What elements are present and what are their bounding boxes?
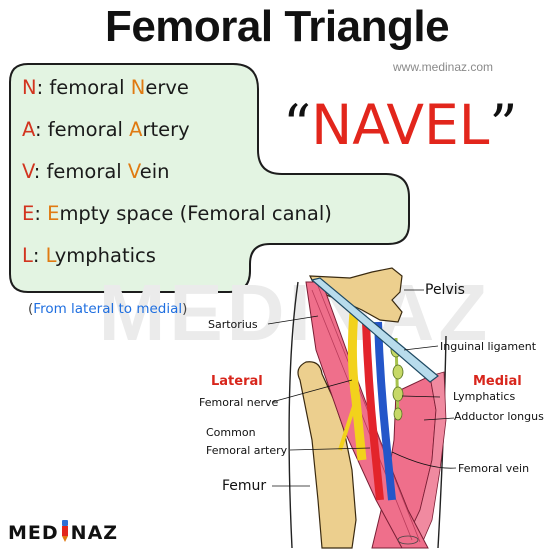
mnemonic-sep: : [36, 76, 50, 99]
mnemonic-highlight: L [45, 244, 55, 267]
mnemonic-highlight: V [127, 160, 140, 183]
mnemonic-item-a: A: femoral Artery [22, 118, 190, 141]
label-femoral-nerve: Femoral nerve [199, 396, 279, 409]
medinaz-logo: MED NAZ [8, 520, 118, 544]
logo-left: MED [8, 522, 59, 544]
mnemonic-post: ymphatics [54, 244, 156, 267]
leader-femoral-nerve [271, 379, 353, 403]
lymph-node-4 [393, 407, 403, 421]
mnemonic-post: ein [139, 160, 170, 183]
leader-femoral-artery [289, 447, 371, 451]
leader-lymphatics [401, 395, 441, 398]
mnemonic-item-l: L: Lymphatics [22, 244, 156, 267]
label-lateral: Lateral [211, 374, 263, 389]
label-pelvis: Pelvis [425, 282, 465, 298]
website-url: www.medinaz.com [393, 60, 494, 74]
lymph-node-3 [392, 386, 404, 402]
label-femur: Femur [222, 478, 267, 494]
label-femoral-artery: Femoral artery [206, 444, 288, 457]
label-common: Common [206, 426, 256, 439]
mnemonic-letter: E [22, 202, 35, 225]
note-open-paren: ( [28, 301, 34, 317]
mnemonic-sep: : [35, 118, 48, 141]
lymph-node-2 [392, 364, 404, 380]
navel-acronym: “NAVEL” [283, 93, 518, 157]
leader-femoral-vein [391, 451, 457, 469]
page-title: Femoral Triangle [104, 2, 450, 51]
label-femoral-vein: Femoral vein [458, 462, 530, 475]
mnemonic-pre: femoral [46, 160, 128, 183]
mnemonic-sep: : [34, 202, 48, 225]
femoral-nerve-branch [338, 399, 358, 451]
label-inguinal-ligament: Inguinal ligament [440, 340, 537, 353]
leader-lines [267, 289, 457, 487]
label-adductor-longus: Adductor longus [454, 410, 544, 423]
femoral-artery-shape [362, 321, 384, 501]
mnemonic-letter: V [22, 160, 34, 183]
mnemonic-highlight: E [47, 202, 60, 225]
sartorius-muscle [305, 281, 429, 549]
leader-adductor [423, 417, 455, 421]
mnemonic-sep: : [32, 244, 46, 267]
label-sartorius: Sartorius [208, 318, 258, 331]
mnemonic-box [9, 63, 410, 293]
note-text: From lateral to medial [33, 301, 183, 317]
mnemonic-pre: femoral [47, 118, 130, 141]
logo-i-icon [59, 520, 71, 542]
leader-sartorius [267, 315, 319, 325]
mnemonic-post: rtery [142, 118, 190, 141]
mnemonic-pre: femoral [49, 76, 131, 99]
inguinal-ligament-shape [310, 277, 439, 383]
navel-word: NAVEL [311, 93, 490, 157]
mnemonic-highlight: A [129, 118, 143, 141]
label-lymphatics: Lymphatics [453, 390, 516, 403]
label-medial: Medial [473, 374, 522, 389]
mnemonic-sep: : [33, 160, 47, 183]
artist-signature-mark [397, 535, 419, 545]
close-quote: ” [489, 93, 518, 157]
mnemonic-item-e: E: Empty space (Femoral canal) [22, 202, 332, 225]
mnemonic-post: erve [145, 76, 189, 99]
open-quote: “ [283, 93, 312, 157]
mnemonic-item-v: V: femoral Vein [22, 160, 170, 183]
mnemonic-letter: N [22, 76, 37, 99]
note-close-paren: ) [182, 301, 188, 317]
mnemonic-letter: L [22, 244, 33, 267]
leader-inguinal [403, 345, 439, 351]
logo-right: NAZ [70, 522, 119, 544]
mnemonic-letter: A [22, 118, 35, 141]
mnemonic-post: mpty space (Femoral canal) [59, 202, 332, 225]
femoral-nerve-shape [347, 311, 367, 461]
watermark-text: MEDINAZ [99, 268, 491, 357]
mnemonic-item-n: N: femoral Nerve [22, 76, 189, 99]
order-note: (From lateral to medial) [28, 301, 187, 317]
thigh-outline-left [288, 281, 299, 549]
mnemonic-highlight: N [130, 76, 146, 99]
femur-bone [297, 361, 357, 549]
